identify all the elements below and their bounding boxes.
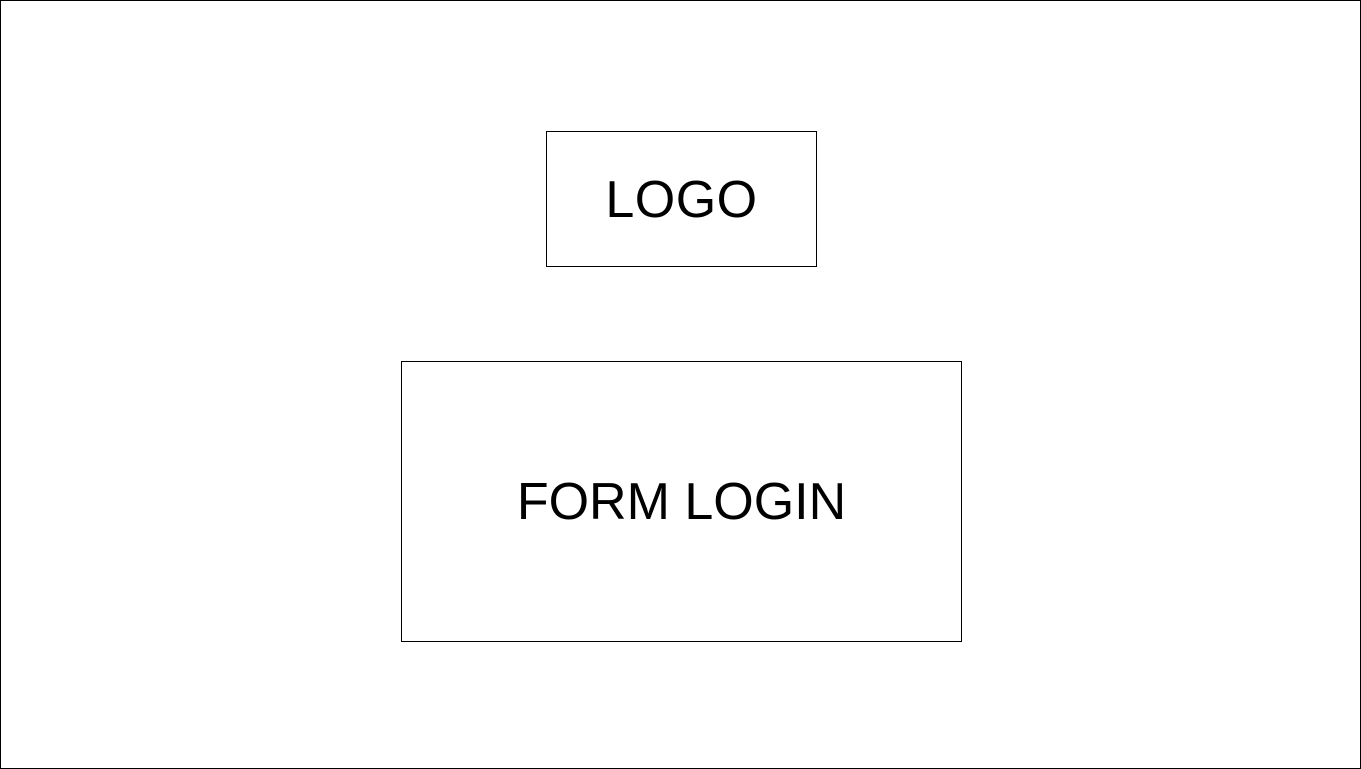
login-form-placeholder: FORM LOGIN [401,361,962,642]
login-form-label: FORM LOGIN [516,473,847,531]
logo-placeholder: LOGO [546,131,817,267]
logo-label: LOGO [605,171,758,229]
